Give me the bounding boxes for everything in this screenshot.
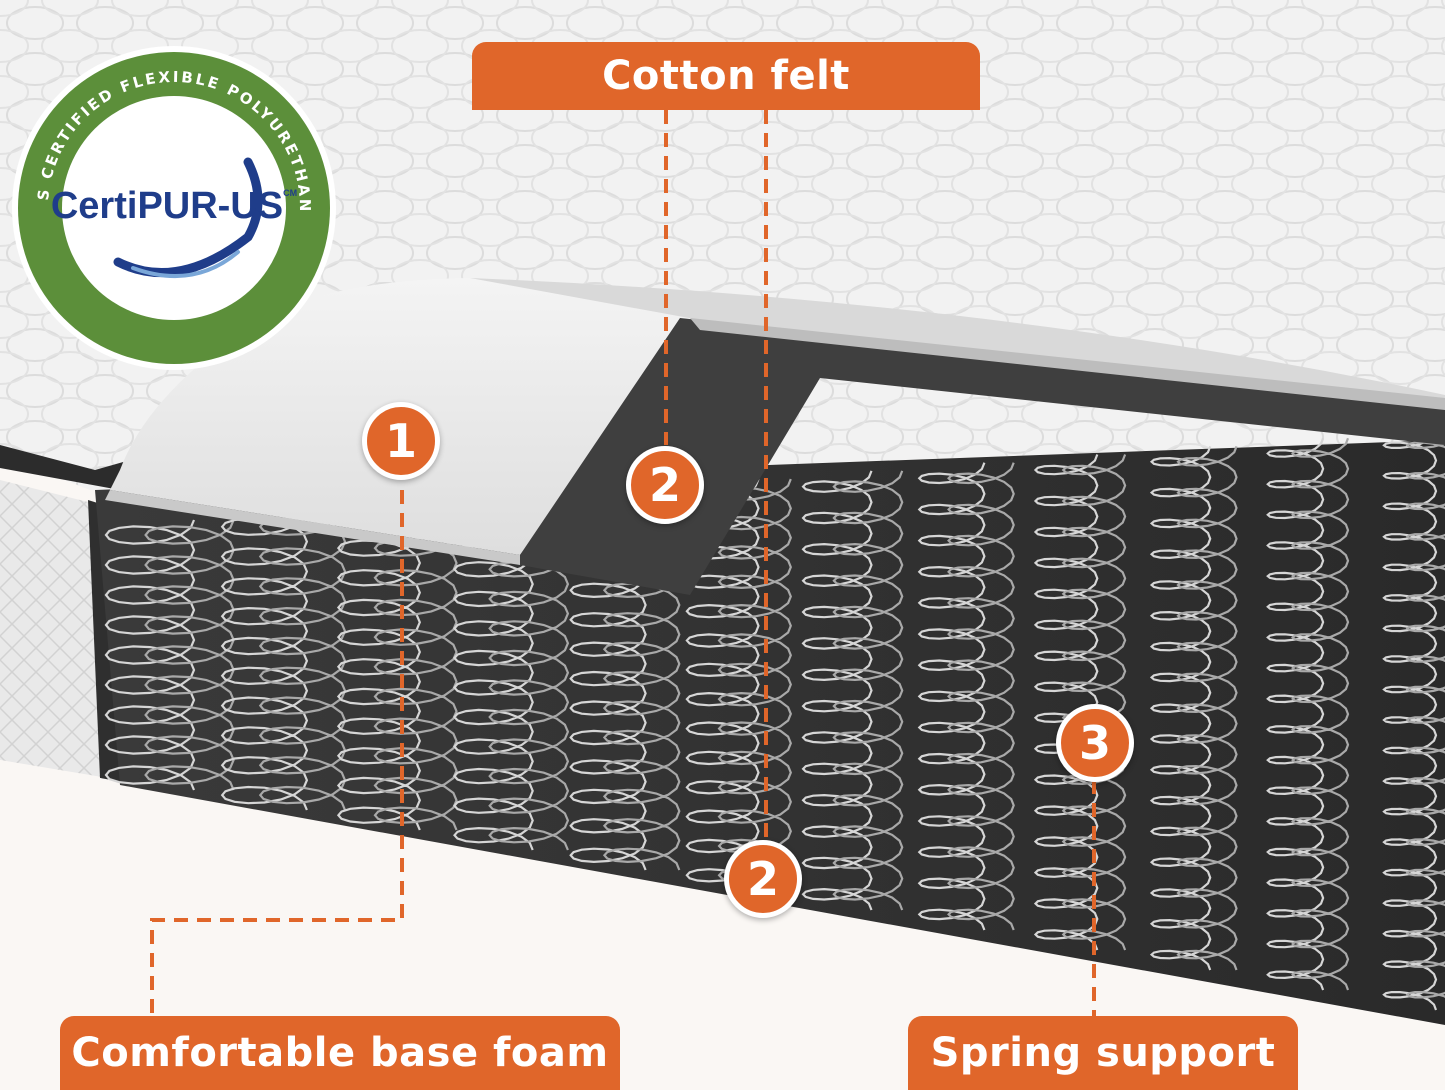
badge-2-upper: 2	[626, 446, 704, 524]
badge-1-number: 1	[384, 414, 417, 468]
spring-coil	[1149, 446, 1212, 971]
spring-coil	[717, 478, 792, 891]
spring-coil	[832, 470, 904, 911]
seal-brand-prefix: Certi	[51, 185, 138, 227]
spring-coil	[1290, 437, 1350, 991]
spring-coil	[1176, 446, 1238, 971]
certipur-us-seal: CONTAINS CERTIFIED FLEXIBLE POLYURETHANE…	[8, 42, 336, 370]
badge-2-lower-number: 2	[746, 852, 779, 906]
spring-coil	[1061, 454, 1127, 951]
badge-3-number: 3	[1078, 716, 1111, 770]
comfortable-base-foam-label-text: Comfortable base foam	[71, 1030, 609, 1076]
mattress-side-wall	[0, 480, 120, 780]
comfortable-base-foam-label: Comfortable base foam	[60, 1016, 620, 1090]
svg-text:CertiPUR-USCM: CertiPUR-USCM	[51, 185, 297, 227]
spring-coil	[801, 470, 873, 911]
spring-coil	[144, 519, 235, 791]
spring-coil	[917, 462, 986, 931]
cotton-felt-label: Cotton felt	[472, 42, 980, 110]
spring-cavity	[95, 440, 1445, 1025]
spring-coil	[1405, 441, 1445, 999]
spring-support-label: Spring support	[908, 1016, 1298, 1090]
cotton-felt-label-text: Cotton felt	[602, 53, 850, 99]
seal-brand-mark: CM	[283, 188, 297, 198]
spring-coil	[220, 511, 309, 811]
spring-support-label-text: Spring support	[930, 1030, 1276, 1076]
spring-coil	[1033, 454, 1099, 951]
spring-coil	[104, 519, 196, 791]
spring-coil	[1266, 437, 1325, 991]
badge-3: 3	[1056, 704, 1134, 782]
spring-coil	[947, 462, 1015, 931]
cotton-felt-layer	[520, 318, 1445, 595]
badge-1: 1	[362, 402, 440, 480]
badge-2-lower: 2	[724, 840, 802, 918]
badge-2-upper-number: 2	[648, 458, 681, 512]
seal-brand-main: PUR-US	[137, 185, 283, 227]
spring-coil	[258, 511, 347, 811]
